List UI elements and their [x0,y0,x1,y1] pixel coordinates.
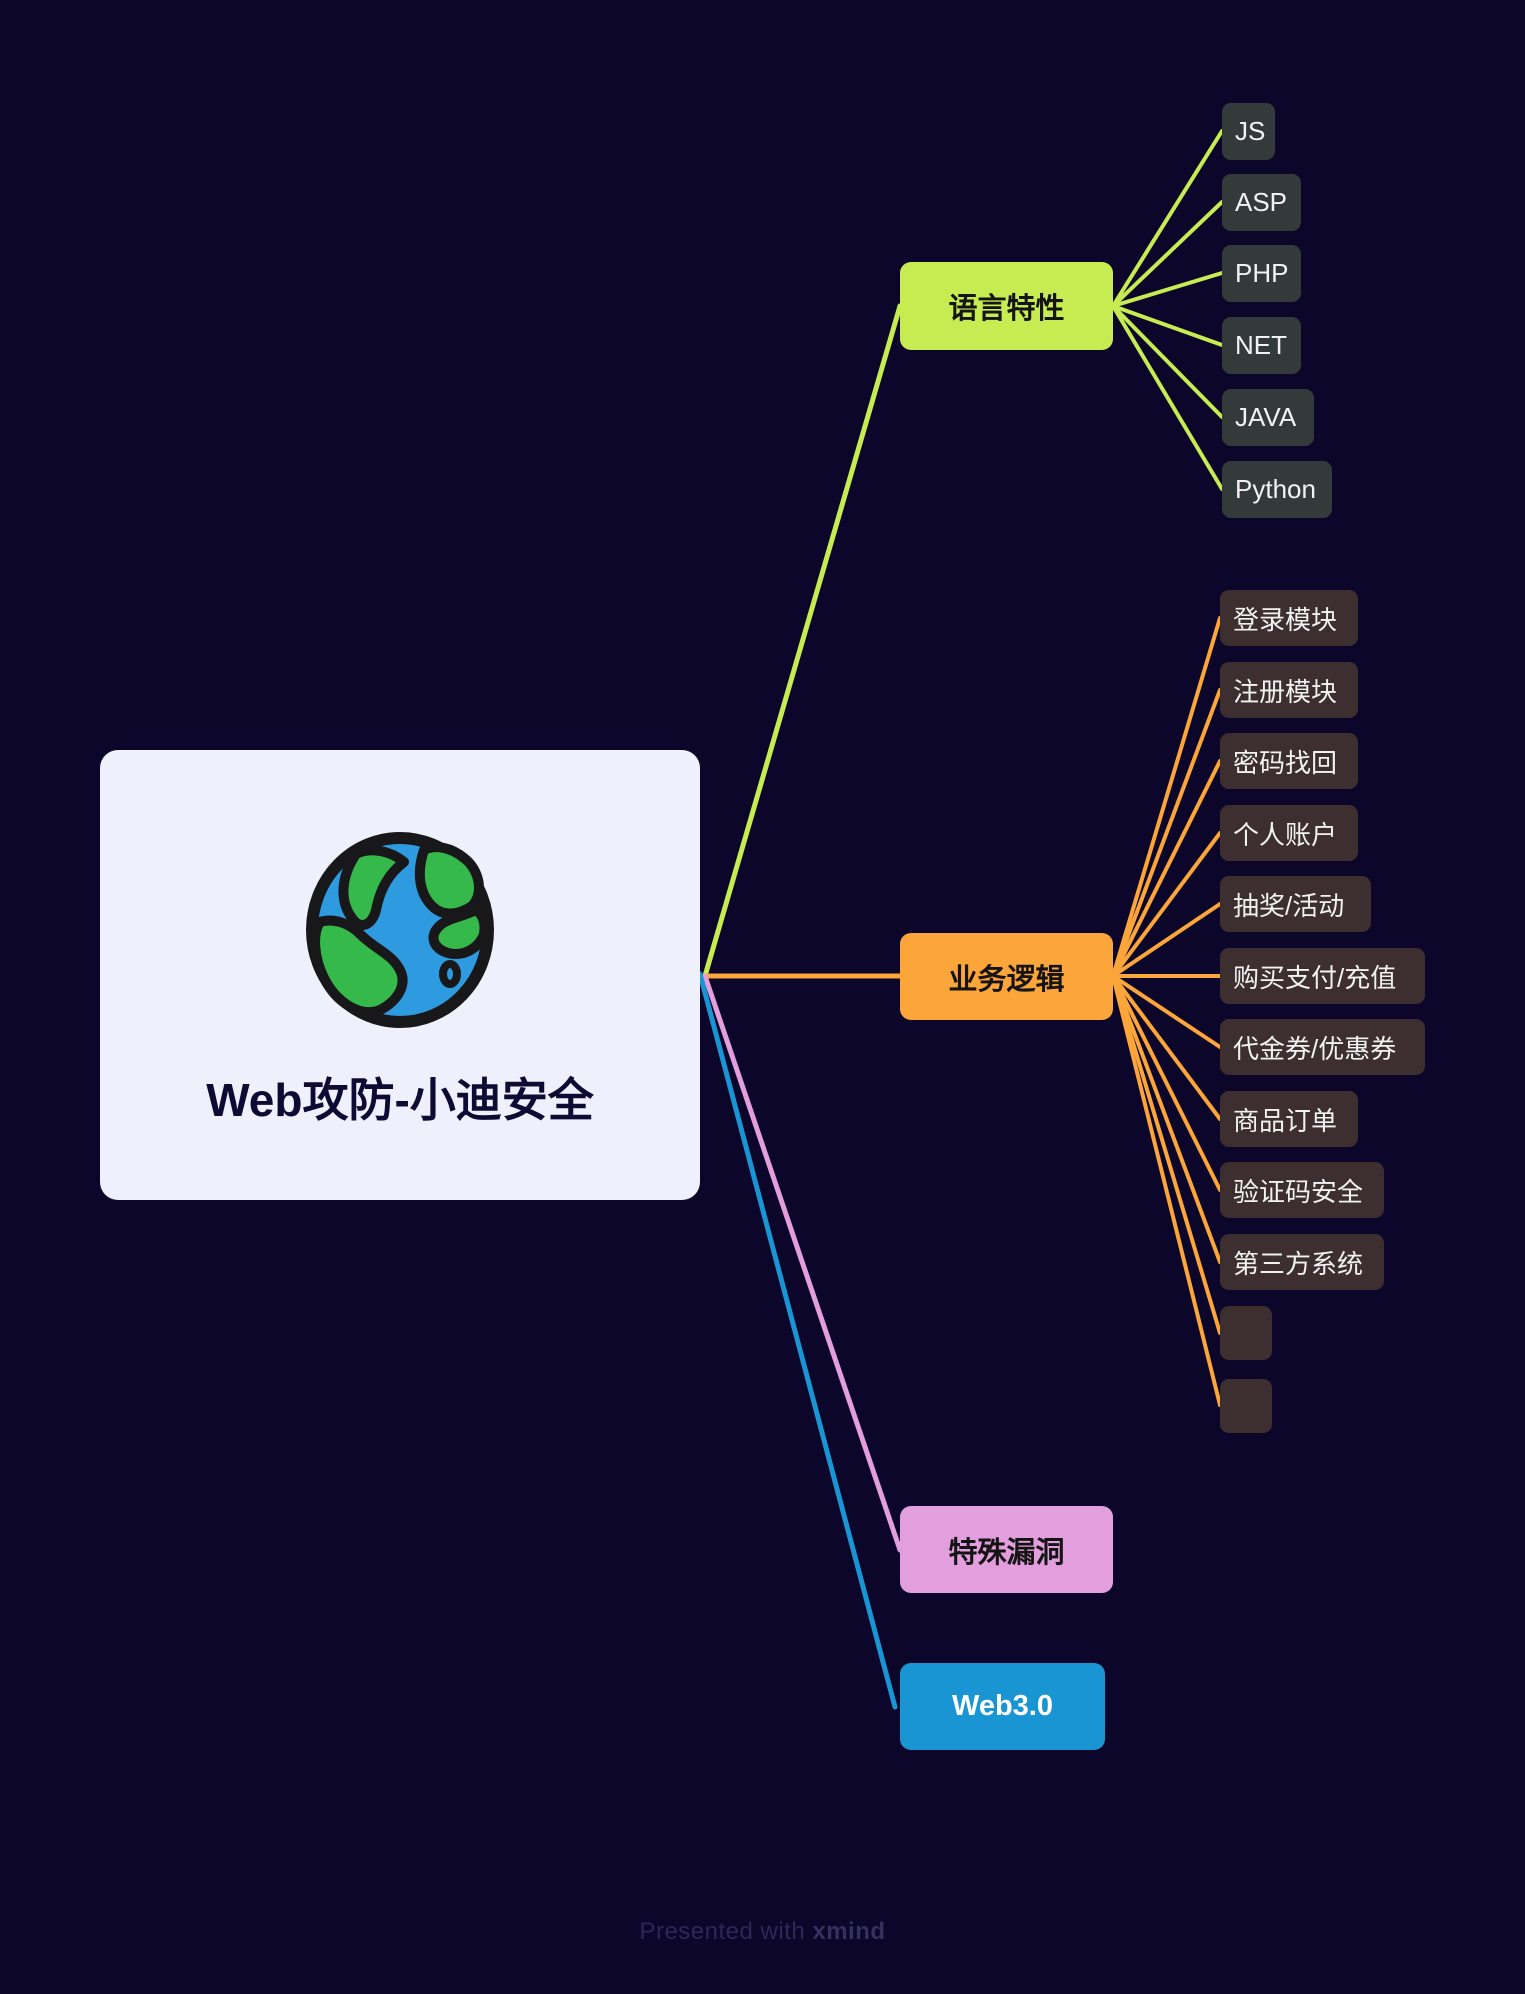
leaf-node-net[interactable]: NET [1222,317,1301,374]
leaf-label-login-module: 登录模块 [1233,604,1338,635]
edge-language-to-php [1111,271,1224,308]
leaf-node-purchase-payment-recharge[interactable]: 购买支付/充值 [1220,948,1425,1004]
edge-business-to-child-3 [1111,831,1222,978]
leaf-node-third-party-system[interactable]: 第三方系统 [1220,1234,1384,1290]
edge-business-to-child-9 [1111,974,1222,1264]
leaf-label-register-module: 注册模块 [1233,676,1338,707]
root-title: Web攻防-小迪安全 [206,1074,594,1126]
leaf-label-voucher-coupon: 代金券/优惠券 [1233,1033,1397,1064]
edge-business-to-child-6 [1111,974,1222,1049]
leaf-node-js[interactable]: JS [1222,103,1275,160]
edge-root-to-vuln [702,973,903,1553]
edge-business-to-child-0 [1111,616,1222,978]
leaf-label-password-recovery: 密码找回 [1233,747,1338,778]
leaf-label-captcha-security: 验证码安全 [1233,1176,1364,1207]
branch-node-special-vulnerabilities[interactable]: 特殊漏洞 [900,1506,1113,1593]
leaf-label-product-order: 商品订单 [1233,1105,1338,1136]
branch-label-web3: Web3.0 [951,1690,1053,1722]
edge-business-to-child-10 [1111,974,1222,1335]
leaf-node-lottery-activity[interactable]: 抽奖/活动 [1220,876,1371,932]
edge-business-to-child-11 [1111,974,1222,1407]
leaf-label-python: Python [1235,474,1316,504]
leaf-node-password-recovery[interactable]: 密码找回 [1220,733,1358,789]
branch-label-special-vulnerabilities: 特殊漏洞 [948,1536,1065,1569]
edge-language-to-python [1111,304,1224,491]
leaf-label-purchase-payment-recharge: 购买支付/充值 [1233,962,1397,993]
leaf-label-personal-account: 个人账户 [1233,819,1338,850]
leaf-node-java[interactable]: JAVA [1222,389,1314,446]
edge-business-to-child-7 [1111,974,1222,1121]
branch-label-language-features: 语言特性 [948,293,1065,325]
edge-business-to-child-2 [1111,759,1222,978]
branch-label-business-logic: 业务逻辑 [948,963,1065,996]
leaf-label-third-party-system: 第三方系统 [1233,1248,1364,1279]
earth-globe-icon [306,832,494,1028]
leaf-node-voucher-coupon[interactable]: 代金券/优惠券 [1220,1019,1425,1075]
leaf-node-register-module[interactable]: 注册模块 [1220,662,1358,718]
edge-language-to-java [1111,304,1224,419]
leaf-label-php: PHP [1235,258,1289,288]
xmind-brand-label: xmind [812,1918,886,1945]
leaf-node-personal-account[interactable]: 个人账户 [1220,805,1358,861]
edge-business-to-child-8 [1111,974,1222,1192]
leaf-node-asp[interactable]: ASP [1222,174,1301,231]
leaf-node-empty-2[interactable] [1220,1379,1272,1433]
edge-business-to-child-1 [1111,688,1222,978]
leaf-label-net: NET [1235,330,1287,360]
edge-business-to-child-4 [1111,902,1222,978]
edge-root-to-language [702,303,903,979]
edge-language-to-net [1111,304,1224,347]
leaf-label-java: JAVA [1235,402,1297,432]
leaf-node-login-module[interactable]: 登录模块 [1220,590,1358,646]
root-node[interactable]: Web攻防-小迪安全 [100,750,700,1200]
footer-attribution: Presented with xmind [0,1918,1525,1946]
leaf-node-php[interactable]: PHP [1222,245,1301,302]
branch-node-language-features[interactable]: 语言特性 [900,262,1113,350]
leaf-node-empty-1[interactable] [1220,1306,1272,1360]
leaf-node-python[interactable]: Python [1222,461,1332,518]
leaf-node-captcha-security[interactable]: 验证码安全 [1220,1162,1384,1218]
edge-root-to-web3 [697,971,898,1710]
leaf-label-asp: ASP [1235,187,1288,217]
edge-language-to-asp [1111,200,1224,308]
branch-node-business-logic[interactable]: 业务逻辑 [900,933,1113,1020]
footer-prefix: Presented with [639,1918,813,1945]
leaf-label-js: JS [1235,116,1266,146]
leaf-label-lottery-activity: 抽奖/活动 [1233,890,1345,921]
branch-node-web3[interactable]: Web3.0 [900,1663,1105,1750]
edge-language-to-js [1111,129,1224,308]
leaf-node-product-order[interactable]: 商品订单 [1220,1091,1358,1147]
